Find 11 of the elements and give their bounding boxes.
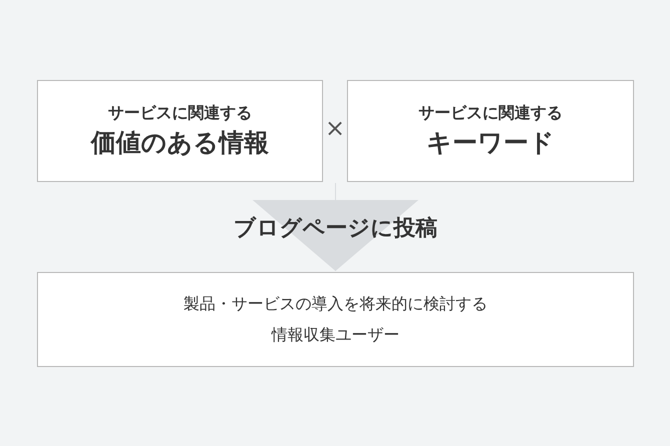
text-box bbox=[37, 272, 634, 367]
box-text: 製品・サービスの導入を将来的に検討する情報収集ユーザー bbox=[182, 293, 488, 346]
text-box bbox=[37, 80, 323, 182]
edge-label: ブログページに投稿 bbox=[234, 215, 438, 243]
text-box bbox=[347, 80, 634, 182]
box-subtitle: サービスに関連する bbox=[108, 102, 252, 124]
box-text: キーワード bbox=[426, 126, 554, 159]
box-text: 価値のある情報 bbox=[91, 126, 269, 159]
box-subtitle: サービスに関連する bbox=[418, 102, 562, 124]
multiply-sign: × bbox=[325, 114, 346, 142]
down-arrow bbox=[252, 182, 418, 272]
